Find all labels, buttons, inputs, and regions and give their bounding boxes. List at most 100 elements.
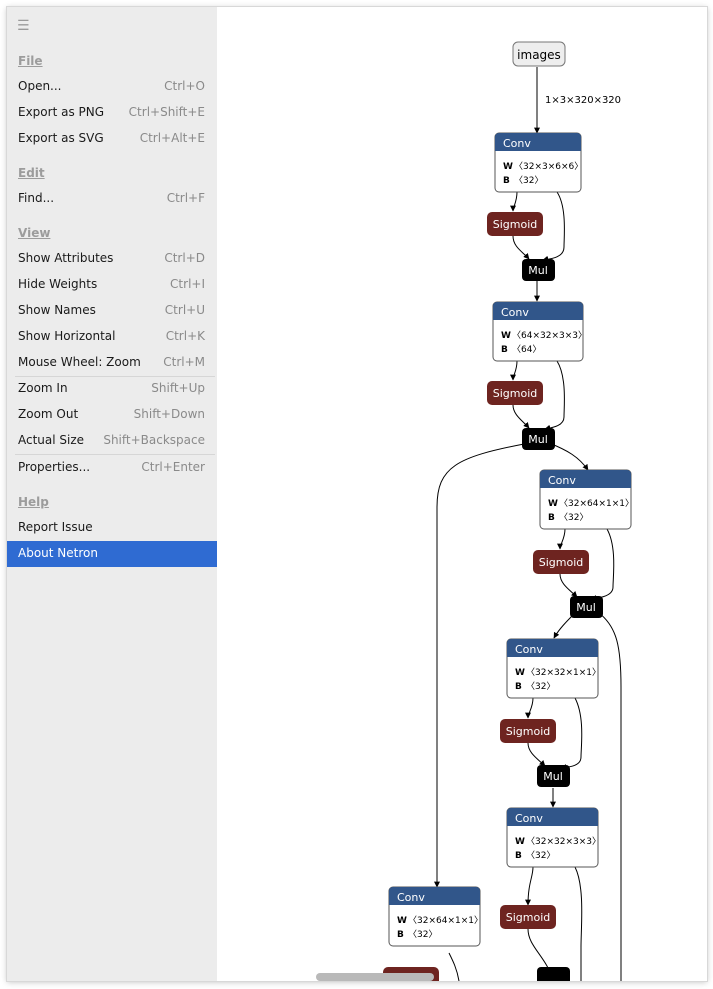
conv-node-header (493, 302, 583, 320)
horizontal-scrollbar-thumb[interactable] (316, 973, 434, 981)
mul-node[interactable]: Mul (522, 259, 555, 281)
weight-shape: 〈32×3×6×6〉 (514, 161, 583, 172)
sigmoid-node-box (500, 719, 556, 743)
menu-item-find[interactable]: Find...Ctrl+F (7, 186, 217, 212)
bias-label: B (548, 513, 555, 523)
conv-node-header (495, 133, 581, 151)
model-graph[interactable]: images 1×3×320×320 Conv W 〈32×3×6×6〉 B 〈… (217, 7, 707, 981)
conv-node[interactable]: Conv W 〈32×32×1×1〉 B 〈32〉 (506, 638, 601, 699)
menu-item-about-netron[interactable]: About Netron (7, 541, 217, 567)
mul-node[interactable]: Mul (570, 596, 603, 618)
bias-label: B (501, 345, 508, 355)
sigmoid-node-label: Sigmoid (506, 725, 551, 738)
conv-node[interactable]: Conv W 〈32×64×1×1〉 B 〈32〉 (388, 886, 483, 947)
weight-shape: 〈64×32×3×3〉 (512, 330, 587, 341)
conv-node[interactable]: Conv W 〈32×32×3×3〉 B 〈32〉 (506, 807, 601, 868)
conv-node[interactable]: Conv W 〈64×32×3×3〉 B 〈64〉 (492, 301, 587, 362)
bias-shape: 〈32〉 (408, 929, 437, 940)
sigmoid-node-box (533, 550, 589, 574)
menu-group-file: File (18, 54, 43, 68)
menu-item-show-names[interactable]: Show Names Ctrl+U (7, 298, 217, 324)
menu-item-label: Mouse Wheel: Zoom (18, 355, 141, 369)
mul-node-box (570, 596, 603, 618)
menu-item-shortcut: Ctrl+D (164, 251, 205, 265)
mul-node-label: Mul (576, 601, 596, 614)
menu-item-properties[interactable]: Properties... Ctrl+Enter (7, 455, 217, 481)
conv-node-title: Conv (397, 891, 425, 904)
mul-node-label: Mul (543, 770, 563, 783)
weight-shape: 〈32×32×3×3〉 (526, 836, 601, 847)
sigmoid-node-box (500, 905, 556, 929)
weight-shape: 〈32×64×1×1〉 (408, 915, 483, 926)
mul-node[interactable]: Mul (537, 765, 570, 787)
menu-item-shortcut: Ctrl+Enter (141, 460, 205, 474)
conv-node-header (389, 887, 480, 905)
conv-node-title: Conv (548, 474, 576, 487)
hamburger-menu-icon[interactable]: ☰ (17, 18, 30, 34)
menu-item-mouse-wheel-zoom[interactable]: Mouse Wheel: Zoom Ctrl+M (7, 350, 217, 376)
weight-shape: 〈32×64×1×1〉 (559, 498, 634, 509)
mul-node-partial[interactable] (537, 967, 570, 981)
sigmoid-node[interactable]: Sigmoid (500, 905, 556, 929)
menu-item-label: Hide Weights (18, 277, 98, 291)
menu-item-shortcut: Ctrl+O (164, 79, 205, 93)
bias-shape: 〈32〉 (514, 175, 543, 186)
menu-item-label: Report Issue (18, 520, 93, 534)
bias-shape: 〈32〉 (559, 512, 588, 523)
menu-item-label: Open... (18, 79, 62, 93)
sigmoid-node-label: Sigmoid (493, 218, 538, 231)
menu-item-shortcut: Ctrl+M (163, 355, 205, 369)
mul-node-box (522, 428, 555, 450)
sigmoid-node[interactable]: Sigmoid (533, 550, 589, 574)
weight-label: W (501, 331, 511, 341)
mul-node-box (522, 259, 555, 281)
menu-group-help: Help (18, 495, 49, 509)
menu-item-shortcut: Shift+Down (133, 407, 205, 421)
mul-node-label: Mul (528, 433, 548, 446)
sigmoid-node[interactable]: Sigmoid (487, 212, 543, 236)
sigmoid-node-label: Sigmoid (506, 911, 551, 924)
menu-item-label: Actual Size (18, 433, 85, 447)
weight-label: W (397, 916, 407, 926)
graph-canvas[interactable]: images 1×3×320×320 Conv W 〈32×3×6×6〉 B 〈… (217, 7, 707, 981)
conv-node-title: Conv (501, 306, 529, 319)
menu-item-label: Export as SVG (18, 131, 104, 145)
mul-node[interactable]: Mul (522, 428, 555, 450)
conv-node[interactable]: Conv W 〈32×3×6×6〉 B 〈32〉 (494, 132, 583, 193)
weight-label: W (515, 837, 525, 847)
weight-label: W (503, 162, 513, 172)
weight-shape: 〈32×32×1×1〉 (526, 667, 601, 678)
menu-separator (15, 454, 215, 455)
mul-node-label: Mul (528, 264, 548, 277)
sigmoid-node-box (487, 381, 543, 405)
menu-item-report-issue[interactable]: Report Issue (7, 515, 217, 541)
conv-node-title: Conv (515, 643, 543, 656)
sigmoid-node[interactable]: Sigmoid (487, 381, 543, 405)
menu-item-label: About Netron (18, 546, 98, 560)
menu-item-label: Export as PNG (18, 105, 105, 119)
input-node-images[interactable]: images (512, 41, 566, 67)
menu-item-shortcut: Ctrl+F (166, 191, 205, 205)
sigmoid-node-label: Sigmoid (539, 556, 584, 569)
menu-item-label: Properties... (18, 460, 91, 474)
menu-item-open[interactable]: Open... Ctrl+O (7, 74, 217, 100)
menu-item-label: Zoom In (18, 381, 68, 395)
menu-item-label: Show Names (18, 303, 96, 317)
bias-label: B (515, 851, 522, 861)
menu-group-edit: Edit (18, 166, 45, 180)
sigmoid-node[interactable]: Sigmoid (500, 719, 556, 743)
menu-item-shortcut: Ctrl+U (164, 303, 205, 317)
menu-item-shortcut: Ctrl+K (165, 329, 205, 343)
edge-shape-label: 1×3×320×320 (545, 95, 621, 106)
conv-node[interactable]: Conv W 〈32×64×1×1〉 B 〈32〉 (539, 469, 634, 530)
input-node-box (512, 41, 566, 67)
